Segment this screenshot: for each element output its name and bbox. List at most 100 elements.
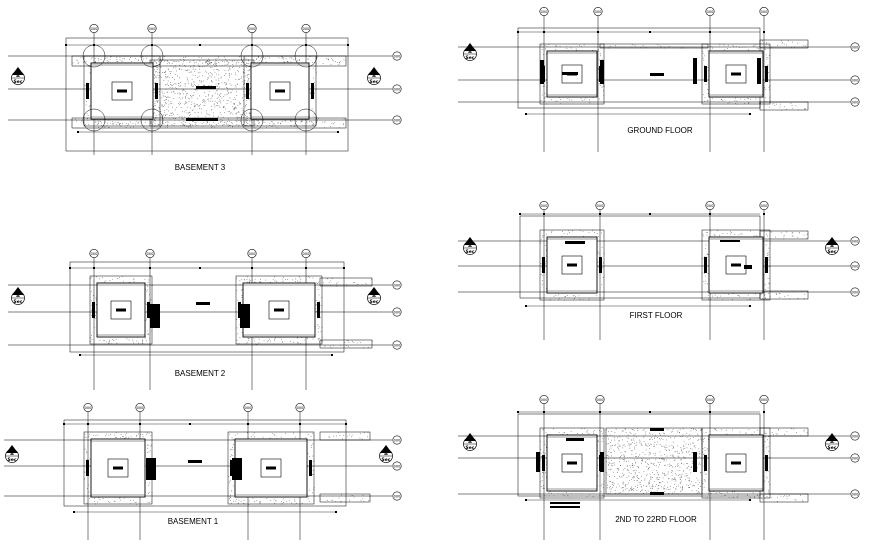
hatch-dot	[281, 338, 282, 340]
hatch-dot	[208, 64, 209, 65]
column-circle	[140, 108, 164, 132]
hatch-dot	[768, 293, 769, 294]
concrete-hatch	[764, 231, 808, 240]
hatch-dot	[766, 299, 768, 300]
hatch-dot	[223, 75, 225, 76]
hatch-dot	[244, 72, 246, 74]
hatch-dot	[185, 102, 187, 104]
hatch-dot	[172, 77, 173, 78]
hatch-dot	[707, 253, 708, 255]
hatch-dot	[767, 65, 769, 67]
hatch-dot	[678, 485, 679, 487]
hatch-dot	[118, 122, 119, 124]
hatch-dot	[598, 83, 600, 85]
hatch-dot	[221, 121, 223, 122]
hatch-dot	[608, 493, 610, 494]
hatch-dot	[199, 104, 201, 106]
hatch-dot	[199, 60, 201, 62]
hatch-dot	[305, 337, 307, 338]
hatch-dot	[618, 468, 619, 470]
hatch-dot	[601, 247, 603, 248]
hatch-dot	[222, 116, 224, 118]
grid-bubble-top	[83, 402, 93, 412]
hatch-dot	[306, 121, 308, 123]
hatch-dot	[167, 126, 168, 128]
hatch-dot	[128, 339, 130, 341]
hatch-dot	[649, 432, 650, 434]
hatch-dot	[245, 125, 246, 126]
hatch-dot	[796, 432, 797, 433]
hatch-dot	[215, 58, 217, 60]
grid-bubble-side	[392, 84, 402, 94]
hatch-dot	[165, 102, 166, 104]
hatch-dot	[322, 63, 324, 64]
hatch-dot	[106, 57, 108, 59]
hatch-dot	[247, 81, 249, 83]
hatch-dot	[207, 114, 209, 115]
hatch-dot	[705, 275, 706, 277]
hatch-dot	[240, 103, 241, 104]
hatch-dot	[193, 65, 195, 66]
hatch-dot	[198, 56, 200, 58]
hatch-dot	[126, 436, 127, 438]
hatch-dot	[163, 92, 165, 94]
hatch-dot	[170, 71, 172, 72]
hatch-dot	[347, 340, 349, 341]
lift-car	[260, 458, 282, 478]
hatch-dot	[243, 65, 244, 67]
hatch-dot	[229, 111, 230, 112]
hatch-dot	[244, 81, 245, 83]
hatch-dot	[150, 121, 152, 123]
hatch-dot	[635, 462, 636, 464]
hatch-dot	[138, 121, 139, 123]
lift-door-jamb	[246, 83, 249, 99]
hatch-dot	[675, 488, 677, 489]
hatch-dot	[233, 60, 235, 61]
hatch-dot	[299, 59, 300, 60]
hatch-dot	[779, 293, 780, 294]
hatch-dot	[197, 112, 199, 113]
hatch-dot	[227, 121, 228, 122]
hatch-dot	[328, 282, 330, 283]
hatch-dot	[736, 100, 738, 102]
hatch-dot	[169, 115, 171, 116]
hatch-dot	[585, 97, 587, 99]
hatch-dot	[76, 60, 78, 61]
hatch-dot	[790, 428, 792, 429]
hatch-dot	[758, 48, 759, 49]
hatch-dot	[227, 90, 229, 91]
hatch-dot	[223, 107, 224, 109]
hatch-dot	[636, 436, 638, 438]
hatch-dot	[155, 114, 157, 116]
grid-bubble-label: 000	[394, 54, 401, 58]
hatch-dot	[301, 121, 303, 122]
hatch-boundary	[701, 43, 771, 105]
grid-bubble-label: 000	[394, 494, 401, 498]
grid-bubble-label: 000	[394, 464, 401, 468]
hatch-dot	[178, 69, 180, 70]
hatch-dot	[242, 97, 243, 99]
hatch-dot	[208, 100, 210, 102]
hatch-dot	[223, 106, 224, 107]
hatch-dot	[664, 459, 665, 460]
hatch-dot	[184, 124, 185, 126]
hatch-dot	[653, 463, 654, 465]
dimension-tick	[517, 31, 519, 33]
hatch-dot	[219, 94, 220, 96]
hatch-dot	[679, 452, 680, 454]
hatch-dot	[313, 85, 315, 87]
hatch-dot	[150, 121, 152, 123]
hatch-dot	[255, 119, 257, 121]
hatch-dot	[218, 62, 219, 63]
hatch-dot	[361, 284, 363, 286]
hatch-dot	[256, 59, 258, 60]
hatch-dot	[112, 123, 114, 125]
lift-car-mark	[274, 308, 284, 312]
hatch-dot	[732, 44, 734, 46]
hatch-dot	[683, 470, 684, 472]
hatch-dot	[777, 496, 778, 498]
hatch-dot	[174, 87, 176, 88]
hatch-dot	[203, 85, 205, 87]
hatch-dot	[609, 448, 610, 450]
